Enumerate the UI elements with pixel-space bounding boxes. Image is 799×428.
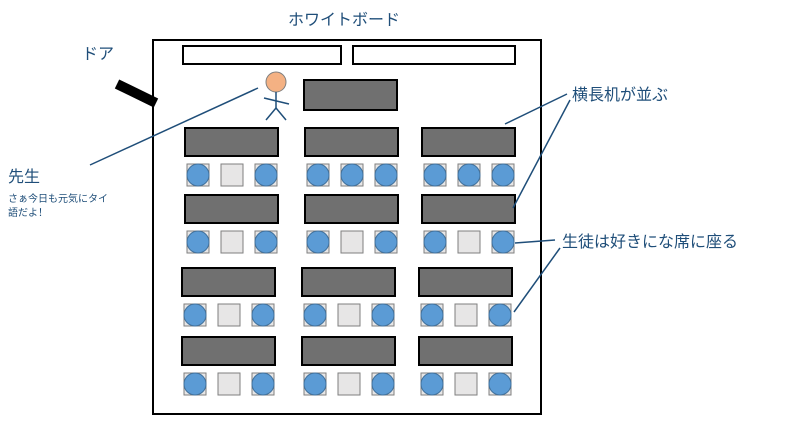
student-marker <box>423 163 447 187</box>
student-marker <box>303 372 327 396</box>
seat <box>220 230 244 254</box>
long-desk <box>421 127 516 157</box>
student-marker <box>423 230 447 254</box>
student-marker <box>186 163 210 187</box>
student-marker <box>488 303 512 327</box>
student-marker <box>374 163 398 187</box>
teacher-speech-line1: さぁ今日も元気にタイ <box>8 192 108 205</box>
student-marker <box>183 372 207 396</box>
student-callout-line-1 <box>514 239 556 244</box>
student-marker <box>306 230 330 254</box>
student-marker <box>340 163 364 187</box>
student-marker <box>374 230 398 254</box>
door-label: ドア <box>82 44 114 63</box>
long-desk <box>418 267 513 297</box>
teacher-desk <box>303 79 398 111</box>
student-marker <box>254 230 278 254</box>
seat <box>220 163 244 187</box>
student-marker <box>371 303 395 327</box>
desk-callout-line-1 <box>504 93 568 125</box>
student-marker <box>491 163 515 187</box>
long-desk <box>181 267 276 297</box>
seat <box>217 372 241 396</box>
long-desk <box>184 127 279 157</box>
student-marker <box>251 303 275 327</box>
student-marker <box>420 303 444 327</box>
student-marker <box>251 372 275 396</box>
whiteboard-right <box>352 45 516 65</box>
seat <box>340 230 364 254</box>
desk-layer <box>181 127 516 396</box>
student-marker <box>371 372 395 396</box>
desks-label: 横長机が並ぶ <box>572 85 668 104</box>
long-desk <box>421 194 516 224</box>
teacher-callout-line <box>89 87 259 166</box>
teacher-label: 先生 <box>8 167 40 186</box>
seat <box>457 230 481 254</box>
long-desk <box>418 336 513 366</box>
seat <box>337 303 361 327</box>
student-callout-line-2 <box>513 247 561 313</box>
long-desk <box>304 194 399 224</box>
long-desk <box>301 336 396 366</box>
teacher-figure <box>263 71 290 121</box>
long-desk <box>184 194 279 224</box>
whiteboard-label: ホワイトボード <box>288 10 400 29</box>
teacher-head <box>265 71 287 93</box>
teacher-speech-line2: 語だよ！ <box>8 206 48 219</box>
students-label: 生徒は好きにな席に座る <box>562 232 738 251</box>
seat <box>217 303 241 327</box>
seat <box>454 372 478 396</box>
student-marker <box>420 372 444 396</box>
student-marker <box>457 163 481 187</box>
student-marker <box>183 303 207 327</box>
long-desk <box>181 336 276 366</box>
seat <box>337 372 361 396</box>
student-marker <box>186 230 210 254</box>
student-marker <box>306 163 330 187</box>
door <box>114 79 159 108</box>
student-marker <box>254 163 278 187</box>
student-marker <box>491 230 515 254</box>
long-desk <box>301 267 396 297</box>
classroom-room <box>152 39 542 415</box>
student-marker <box>303 303 327 327</box>
student-marker <box>488 372 512 396</box>
whiteboard-left <box>182 45 342 65</box>
seat <box>454 303 478 327</box>
desk-callout-line-2 <box>512 99 571 209</box>
long-desk <box>304 127 399 157</box>
